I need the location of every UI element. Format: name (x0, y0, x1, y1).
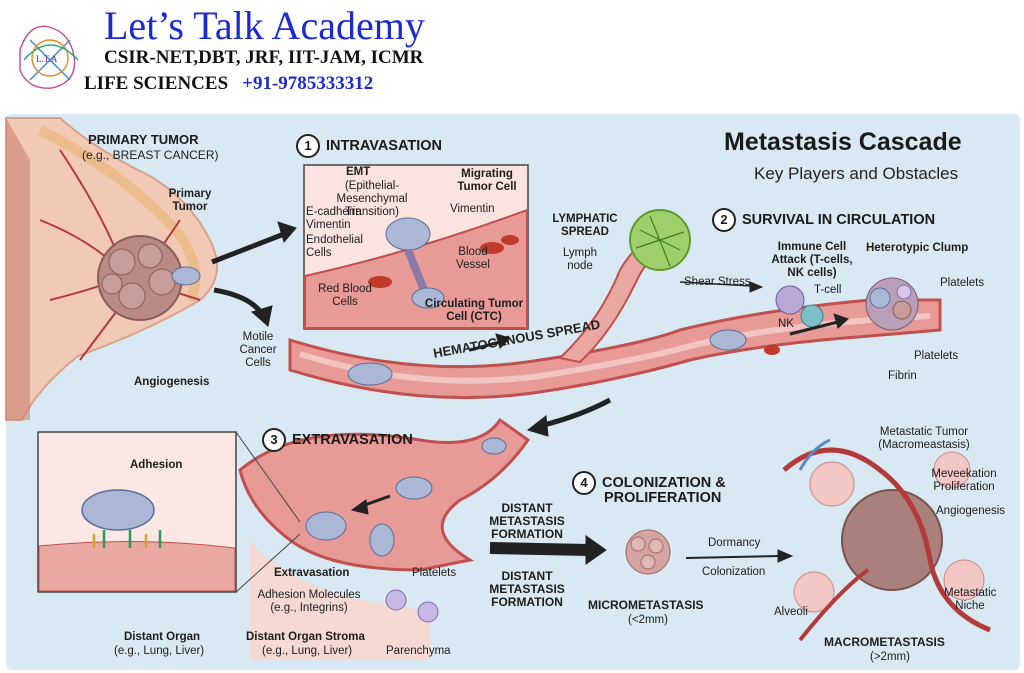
heterotypic-clump (865, 277, 919, 331)
step-2-title: 2 SURVIVAL IN CIRCULATION (712, 208, 935, 232)
formation-label-2: DISTANT METASTASIS FORMATION (489, 569, 565, 609)
fibrin-label: Fibrin (888, 370, 917, 382)
step-3-label: EXTRAVASATION (292, 432, 413, 448)
blood-vessel-main (288, 298, 942, 400)
heterotypic-clump-label: Heterotypic Clump (866, 242, 969, 254)
micrometastasis (625, 529, 671, 575)
immune-attack-label: Immune Cell Attack (T-cells, NK cells) (771, 241, 853, 279)
ctc-label: Circulating Tumor Cell (CTC) (424, 298, 524, 323)
header: L.T.A Let’s Talk Academy CSIR-NET,DBT, J… (0, 0, 1024, 112)
vimentin-label-1: Vimentin (306, 219, 351, 231)
shear-stress-label: Shear Stress (684, 276, 751, 288)
parenchyma-label: Parenchyma (386, 645, 451, 657)
platelets-label-3: Platelets (412, 567, 457, 579)
platelets-label-2: Platelets (914, 350, 959, 362)
academy-logo-icon: L.T.A (19, 25, 79, 89)
migrating-cell-label: Migrating Tumor Cell (457, 168, 517, 193)
step-4-title: 4 COLONIZATION & (572, 471, 726, 495)
metastatic-niche-label: Metastatic Niche (944, 587, 997, 612)
logo-text: L.T.A (36, 54, 58, 64)
primary-tumor-example: (e.g., BREAST CANCER) (82, 148, 219, 162)
emt-label: EMT (346, 166, 371, 178)
step-1-label: INTRAVASATION (326, 138, 442, 154)
extravasation-label: Extravasation (274, 567, 350, 579)
adhesion-molecules-label: Adhesion Molecules (e.g., Integrins) (257, 589, 361, 614)
brand-subtitle-line2: LIFE SCIENCES +91-9785333312 (84, 73, 373, 95)
distant-stroma-label: Distant Organ Stroma (246, 631, 365, 643)
macro-tumor-label: Metastatic Tumor (Macromeastasis) (878, 426, 970, 451)
ecadherin-label: E-cadherin (306, 206, 362, 218)
dormancy-label: Dormancy (708, 537, 761, 549)
step-4-label-1: COLONIZATION & (602, 475, 726, 491)
step-3-title: 3 EXTRAVASATION (262, 428, 413, 452)
distant-organ-example: (e.g., Lung, Liver) (114, 645, 205, 657)
endothelial-label: Endothelial Cells (306, 234, 363, 259)
distant-stroma-example: (e.g., Lung, Liver) (262, 645, 353, 657)
brand-subtitle: CSIR-NET,DBT, JRF, IIT-JAM, ICMR (104, 47, 424, 68)
primary-tumor-label: Primary Tumor (168, 188, 212, 213)
macrometastasis-size: (>2mm) (870, 651, 910, 663)
primary-tumor-heading: PRIMARY TUMOR (88, 132, 199, 147)
extravasation-vessel (238, 417, 531, 660)
formation-label-1: DISTANT METASTASIS FORMATION (489, 501, 565, 541)
step-4-number: 4 (572, 471, 596, 495)
lymphatic-spread-label: LYMPHATIC SPREAD (552, 213, 618, 238)
rbc-label: Red Blood Cells (318, 283, 372, 308)
step-4-label-2: PROLIFERATION (604, 490, 722, 506)
angiogenesis-label: Angiogenesis (134, 376, 210, 388)
platelets-label-1: Platelets (940, 277, 985, 289)
diagram-subtitle: Key Players and Obstacles (754, 164, 959, 183)
step-1-number: 1 (296, 134, 320, 158)
tcell-label: T-cell (814, 284, 842, 296)
primary-tumor-mass (97, 235, 201, 321)
adhesion-label: Adhesion (130, 459, 183, 471)
phone-number: +91-9785333312 (242, 73, 374, 94)
distant-organ-label: Distant Organ (124, 631, 201, 643)
micrometastasis-size: (<2mm) (628, 614, 668, 626)
alveoli-label: Alveoli (774, 606, 808, 618)
intravasation-inset (303, 164, 529, 330)
step-1-title: 1 INTRAVASATION (296, 134, 442, 158)
meveekation-label: Meveekation Proliferation (931, 468, 997, 493)
step-2-label: SURVIVAL IN CIRCULATION (742, 212, 936, 228)
adhesion-inset (37, 431, 301, 593)
colonization-label: Colonization (702, 566, 766, 578)
nk-label: NK (778, 318, 794, 330)
lymph-node-label: Lymph node (562, 247, 598, 272)
flow-arrows (211, 221, 849, 565)
motile-cells-label: Motile Cancer Cells (239, 331, 277, 369)
macrometastasis-label: MACROMETASTASIS (824, 635, 945, 649)
macrometastasis (782, 438, 991, 642)
step-2-number: 2 (712, 208, 736, 232)
lymphatic-vessel (557, 209, 691, 364)
step-3-number: 3 (262, 428, 286, 452)
diagram-title: Metastasis Cascade (724, 128, 962, 156)
blood-vessel-label: Blood Vessel (456, 246, 490, 271)
emt-full-label: (Epithelial-Mesenchymal Transition) (336, 180, 408, 218)
brand-title: Let’s Talk Academy (104, 3, 425, 48)
vimentin-label-2: Vimentin (450, 203, 495, 215)
immune-cells (775, 285, 824, 328)
subject-label: LIFE SCIENCES (84, 73, 229, 94)
macro-angiogenesis-label: Angiogenesis (936, 505, 1006, 517)
micrometastasis-label: MICROMETASTASIS (588, 598, 704, 612)
